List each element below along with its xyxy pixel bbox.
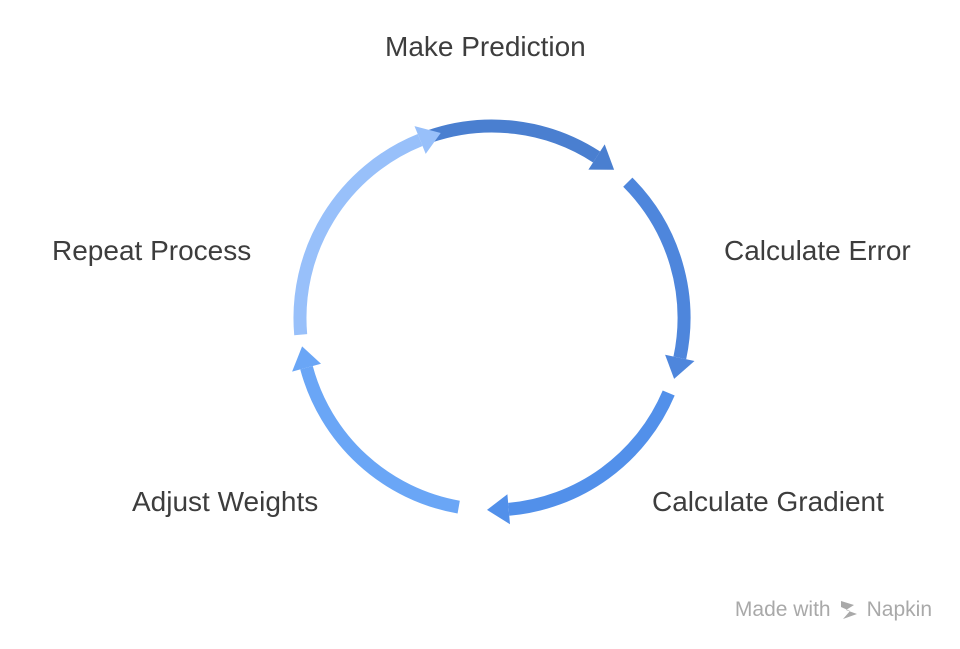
watermark-prefix: Made with <box>734 598 831 621</box>
cycle-arrowhead-5 <box>414 126 441 154</box>
cycle-arrow-shaft-2 <box>623 177 691 360</box>
cycle-arrow-shaft-1 <box>427 119 601 163</box>
napkin-watermark: Made with Napkin <box>735 598 932 622</box>
step-label-repeat-process: Repeat Process <box>52 235 252 266</box>
step-label-calculate-gradient: Calculate Gradient <box>652 486 884 517</box>
napkin-logo-icon <box>840 601 857 619</box>
cycle-arrow-shaft-5 <box>293 133 423 336</box>
cycle-arrow-shaft-4 <box>300 366 460 514</box>
cycle-arrowhead-2 <box>665 354 695 379</box>
watermark-brand: Napkin <box>866 598 932 621</box>
step-label-calculate-error: Calculate Error <box>724 235 911 266</box>
cycle-arrowhead-3 <box>487 494 510 525</box>
cycle-arrowhead-4 <box>292 346 321 372</box>
step-label-make-prediction: Make Prediction <box>385 31 586 62</box>
cycle-arrowhead-1 <box>588 144 615 170</box>
step-label-adjust-weights: Adjust Weights <box>132 486 319 517</box>
cycle-arrow-shaft-3 <box>508 390 675 516</box>
